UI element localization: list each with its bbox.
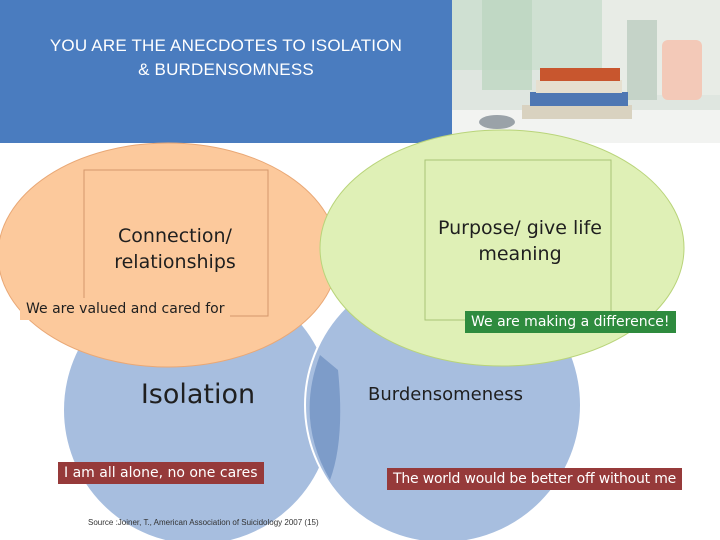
- burdensomeness-label: Burdensomeness: [368, 384, 523, 405]
- title-panel: YOU ARE THE ANECDOTES TO ISOLATION & BUR…: [0, 0, 452, 143]
- burdensomeness-note: The world would be better off without me: [387, 468, 683, 490]
- purpose-note: We are making a difference!: [465, 311, 676, 333]
- isolation-label: Isolation: [140, 379, 256, 410]
- purpose-circle: [319, 129, 685, 367]
- books-photo-illustration: [452, 0, 720, 143]
- page-title: YOU ARE THE ANECDOTES TO ISOLATION & BUR…: [49, 36, 403, 79]
- overlap-region: [309, 355, 341, 480]
- isolation-note: I am all alone, no one cares: [58, 462, 264, 484]
- purpose-label: Purpose/ give life meaning: [438, 217, 602, 265]
- connection-label: Connection/ relationships: [114, 225, 236, 273]
- header-photo: [452, 0, 720, 143]
- connection-note: We are valued and cared for: [20, 298, 231, 320]
- source-citation: Source :Joiner, T., American Association…: [88, 518, 319, 527]
